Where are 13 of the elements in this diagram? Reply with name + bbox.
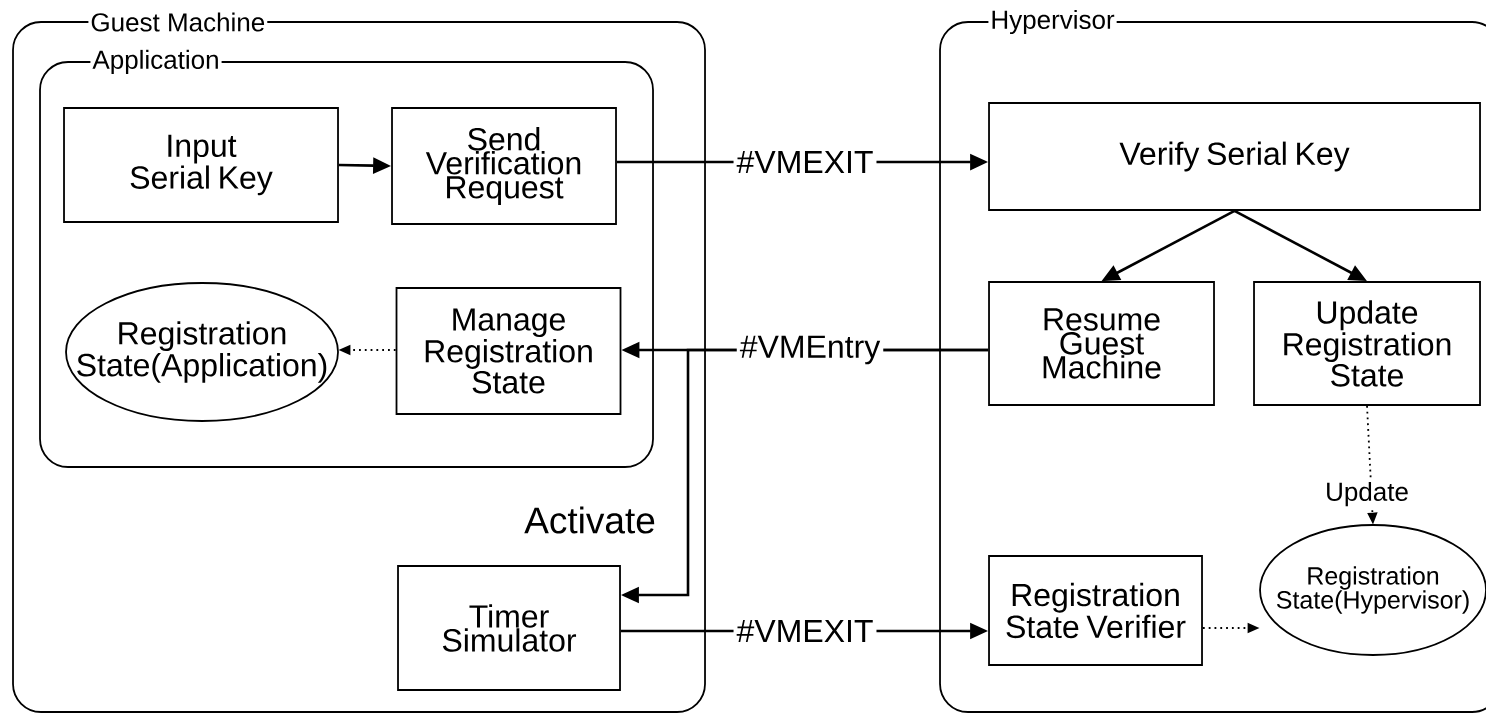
process-box: Send Verification Request: [391, 107, 617, 225]
edge-label: Update: [1322, 478, 1412, 510]
edge-label: #VMEXIT: [733, 148, 877, 176]
process-box: Manage Registration State: [395, 287, 622, 415]
process-box: Update Registration State: [1253, 281, 1481, 406]
process-box: Timer Simulator: [397, 565, 621, 691]
edge-label: Activate: [524, 506, 655, 534]
process-box: Resume Guest Machine: [988, 281, 1215, 406]
process-box: Registration State Verifier: [988, 555, 1203, 666]
process-box: Verify Serial Key: [988, 102, 1481, 211]
edge-label: #VMEntry: [736, 332, 884, 368]
edge-label: #VMEXIT: [733, 617, 877, 645]
process-box: Input Serial Key: [63, 107, 339, 223]
